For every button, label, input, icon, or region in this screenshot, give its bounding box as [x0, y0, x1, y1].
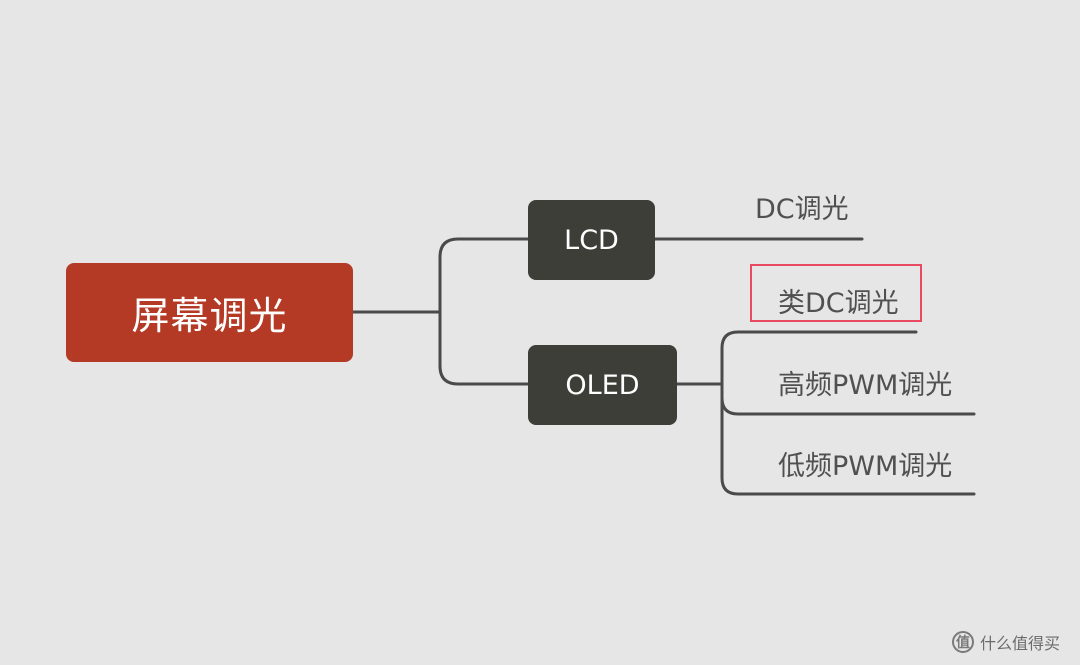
- highlight-box: [750, 264, 922, 322]
- watermark-text: 什么值得买: [980, 634, 1061, 653]
- watermark: 值 什么值得买: [952, 630, 1060, 654]
- lcd-node: LCD: [528, 200, 655, 280]
- watermark-logo-icon: 值: [952, 631, 974, 653]
- connector-oled-bracket: [720, 330, 976, 496]
- connector-oled-high: [720, 396, 976, 416]
- root-node-label: 屏幕调光: [131, 294, 288, 338]
- connector-trunk-bracket: [438, 237, 530, 386]
- leaf-dc-dimming: DC调光: [755, 194, 849, 225]
- leaf-low-freq-pwm: 低频PWM调光: [778, 451, 953, 482]
- root-node: 屏幕调光: [66, 263, 353, 362]
- lcd-node-label: LCD: [564, 224, 619, 256]
- oled-node-label: OLED: [565, 369, 640, 401]
- leaf-quasi-dc-dimming: 类DC调光: [778, 288, 899, 319]
- oled-node: OLED: [528, 345, 677, 425]
- leaf-high-freq-pwm: 高频PWM调光: [778, 370, 953, 401]
